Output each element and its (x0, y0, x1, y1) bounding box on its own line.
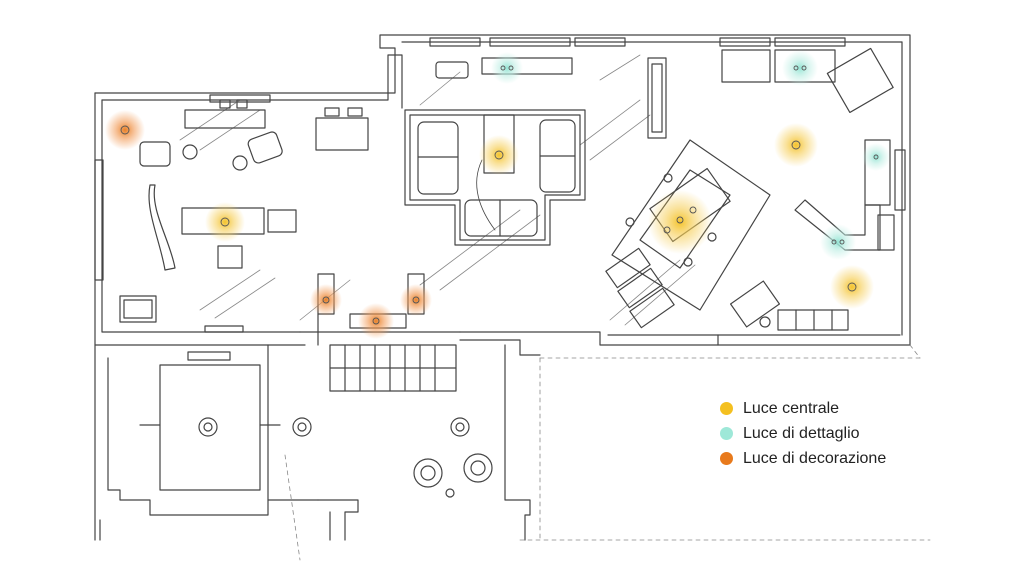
fixture-symbols (120, 65, 879, 325)
decor-light (358, 303, 394, 339)
legend-swatch-detail (720, 427, 733, 440)
lights-central (205, 123, 874, 309)
central-light (830, 265, 874, 309)
detail-light (782, 50, 818, 86)
legend-swatch-central (720, 402, 733, 415)
legend: Luce centrale Luce di dettaglio Luce di … (720, 396, 886, 471)
kitchen (721, 47, 895, 331)
decor-light (400, 284, 432, 316)
dashed-lines (284, 344, 931, 561)
staircase (329, 344, 457, 392)
windows-top (94, 37, 906, 281)
legend-label-central: Luce centrale (743, 399, 840, 417)
legend-item-central: Luce centrale (720, 396, 886, 421)
detail-light (820, 224, 856, 260)
central-light (479, 135, 519, 175)
legend-item-detail: Luce di dettaglio (720, 421, 886, 446)
detail-light (491, 52, 523, 84)
legend-label-detail: Luce di dettaglio (743, 424, 860, 442)
central-light (648, 190, 712, 254)
central-light (774, 123, 818, 167)
top-cabinets (435, 57, 667, 139)
legend-label-decor: Luce di decorazione (743, 449, 887, 467)
decor-light (105, 110, 145, 150)
left-room-furniture (119, 99, 369, 333)
central-light (205, 202, 245, 242)
living-room-sofas (404, 109, 586, 246)
lower-floor (94, 344, 531, 541)
lights-detail (491, 50, 890, 260)
glass-hatching (179, 54, 696, 326)
decor-light (310, 284, 342, 316)
lights-decor (105, 110, 432, 339)
detail-light (862, 143, 890, 171)
legend-swatch-decor (720, 452, 733, 465)
legend-item-decor: Luce di decorazione (720, 446, 886, 471)
